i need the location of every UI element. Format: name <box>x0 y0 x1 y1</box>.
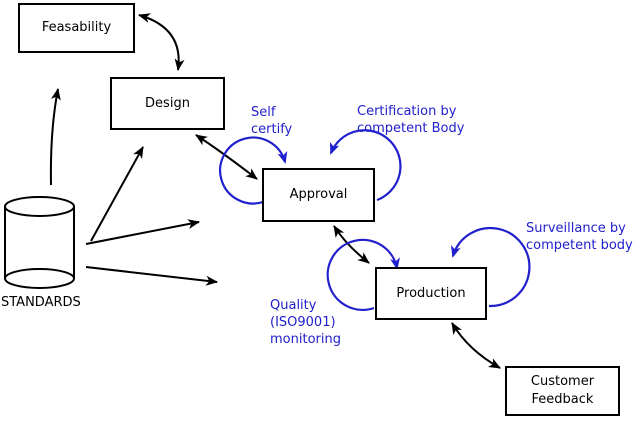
arrow-standards-to-feasability <box>49 88 61 186</box>
arrow-feasability-design <box>138 13 185 71</box>
node-approval: Approval <box>262 168 375 222</box>
arrow-standards-to-design <box>90 146 144 242</box>
surveillance-label: Surveillance by competent body <box>526 221 633 254</box>
arrow-standards-to-production <box>85 266 218 286</box>
quality-monitoring-label: Quality (ISO9001) monitoring <box>270 298 341 348</box>
standards-label: STANDARDS <box>1 295 81 310</box>
self-certify-loop <box>219 136 288 205</box>
node-customer-feedback: Customer Feedback <box>505 366 620 416</box>
arrow-design-approval <box>195 134 258 180</box>
arrow-standards-to-approval <box>85 219 200 245</box>
surveillance-loop <box>451 226 531 308</box>
arrow-approval-production <box>333 225 370 264</box>
node-design: Design <box>110 77 225 130</box>
node-production: Production <box>375 267 487 320</box>
standards-cylinder <box>4 196 75 289</box>
arrow-production-feedback <box>451 322 501 369</box>
certification-loop <box>329 129 402 202</box>
certification-label: Certification by competent Body <box>357 104 465 137</box>
node-feasability: Feasability <box>18 3 135 53</box>
self-certify-label: Self certify <box>251 105 293 138</box>
quality-monitoring-loop <box>326 238 400 311</box>
